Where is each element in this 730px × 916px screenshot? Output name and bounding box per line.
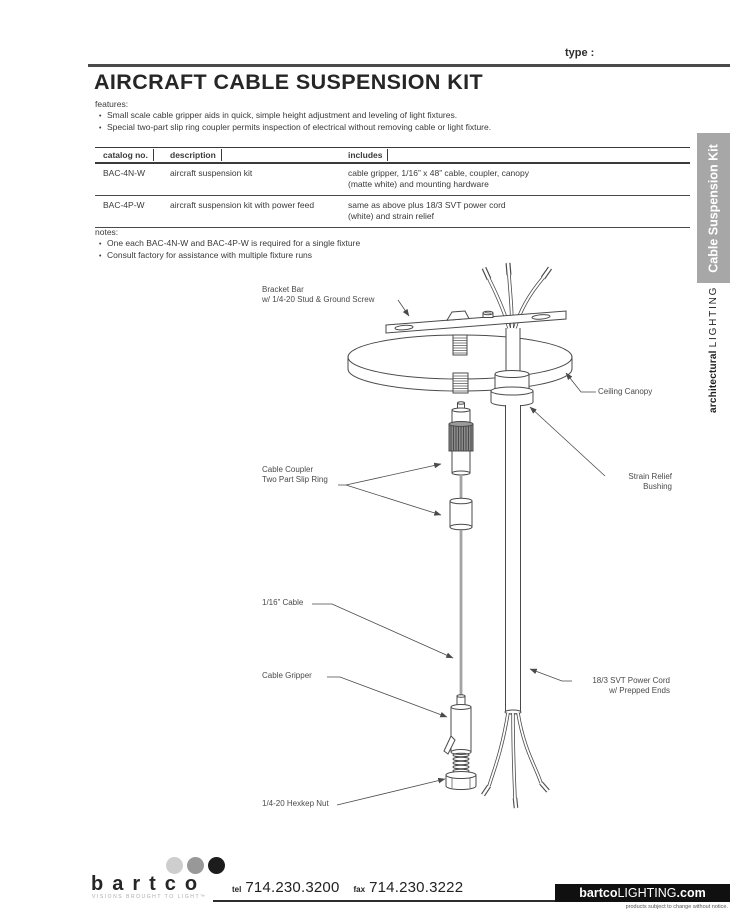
header-divider (387, 149, 389, 161)
col-header-catalog: catalog no. (103, 150, 148, 160)
notes-list: One each BAC-4N-W and BAC-4P-W is requir… (98, 238, 360, 261)
power-cord-shape (481, 405, 550, 809)
disclaimer-note: products subject to change without notic… (625, 904, 728, 910)
table-row: BAC-4P-W aircraft suspension kit with po… (95, 196, 690, 228)
feature-item: Special two-part slip ring coupler permi… (98, 122, 491, 134)
site-bold1: bartco (579, 886, 618, 900)
features-list: Small scale cable gripper aids in quick,… (98, 110, 491, 133)
cable-gripper-shape (443, 694, 477, 790)
feature-item: Small scale cable gripper aids in quick,… (98, 110, 491, 122)
power-cord-label: 18/3 SVT Power Cord w/ Prepped Ends (592, 676, 670, 695)
logo-dots-icon (166, 857, 225, 874)
logo-tagline: VISIONS BROUGHT TO LIGHT™ (92, 894, 207, 900)
ceiling-canopy-label: Ceiling Canopy (598, 387, 653, 396)
spring-shape (452, 752, 470, 774)
ground-screw-shape (482, 310, 494, 318)
logo-dot-medium (187, 857, 204, 874)
cable-coupler-shape (448, 401, 474, 531)
leader-lines (312, 299, 606, 806)
fax-number: 714.230.3222 (369, 879, 464, 896)
stud-upper-shape (452, 334, 468, 356)
type-field-label: type : (565, 47, 595, 59)
assembly-diagram-drawing (312, 262, 606, 809)
description-cell: aircraft suspension kit with power feed (170, 200, 315, 210)
site-light: LIGHTING (617, 886, 677, 900)
hex-nut-shape (445, 771, 477, 790)
cable-coupler-label: Cable Coupler Two Part Slip Ring (262, 465, 328, 484)
table-row: BAC-4N-W aircraft suspension kit cable g… (95, 164, 690, 196)
notes-heading: notes: (95, 227, 119, 237)
includes-cell-line: same as above plus 18/3 SVT power cord (348, 200, 506, 210)
catalog-no: BAC-4P-W (103, 200, 145, 210)
logo-dot-dark (208, 857, 225, 874)
cable-gripper-label: Cable Gripper (262, 671, 312, 680)
description-cell: aircraft suspension kit (170, 168, 253, 178)
catalog-table: catalog no. description includes BAC-4N-… (95, 147, 690, 228)
fax-label: fax (353, 885, 366, 894)
col-header-includes: includes (348, 150, 383, 160)
footer-rule (213, 900, 730, 902)
contact-numbers: tel 714.230.3200 fax 714.230.3222 (232, 879, 477, 896)
cable-label: 1/16” Cable (262, 598, 304, 607)
logo-wordmark: bartco (91, 873, 207, 895)
sidebar-brand-light: LIGHTING (708, 285, 719, 348)
website-banner: bartcoLIGHTING.com (555, 884, 730, 902)
features-heading: features: (95, 99, 129, 109)
logo-dot-light (166, 857, 183, 874)
sidebar-brand: architectural LIGHTING (697, 285, 730, 413)
col-header-description: description (170, 150, 216, 160)
sidebar-category-tab: Cable Suspension Kit (697, 133, 730, 283)
note-item: Consult factory for assistance with mult… (98, 250, 360, 262)
bracket-bar-label: Bracket Bar w/ 1/4-20 Stud & Ground Scre… (262, 285, 375, 304)
table-header-row: catalog no. description includes (95, 148, 690, 164)
tel-label: tel (232, 885, 242, 894)
includes-cell-line: cable gripper, 1/16” x 48” cable, couple… (348, 168, 529, 178)
hexkep-nut-label: 1/4-20 Hexkep Nut (262, 799, 329, 808)
site-bold2: .com (676, 886, 706, 900)
includes-cell-line: (matte white) and mounting hardware (348, 179, 489, 189)
header-divider (152, 149, 154, 161)
bracket-bar-shape (385, 310, 567, 334)
strain-relief-label: Strain Relief Bushing (628, 472, 672, 491)
includes-cell-line: (white) and strain relief (348, 211, 434, 221)
page-title: AIRCRAFT CABLE SUSPENSION KIT (94, 70, 484, 94)
sidebar-tab-label: Cable Suspension Kit (706, 143, 720, 273)
catalog-no: BAC-4N-W (103, 168, 146, 178)
sidebar-brand-bold: architectural (708, 350, 719, 413)
note-item: One each BAC-4N-W and BAC-4P-W is requir… (98, 238, 360, 250)
header-divider (220, 149, 222, 161)
assembly-diagram: Bracket Bar w/ 1/4-20 Stud & Ground Scre… (0, 255, 730, 840)
stud-lower-shape (452, 372, 469, 394)
header-rule (88, 64, 730, 67)
tel-number: 714.230.3200 (245, 879, 340, 896)
strain-relief-bushing-shape (490, 370, 534, 407)
